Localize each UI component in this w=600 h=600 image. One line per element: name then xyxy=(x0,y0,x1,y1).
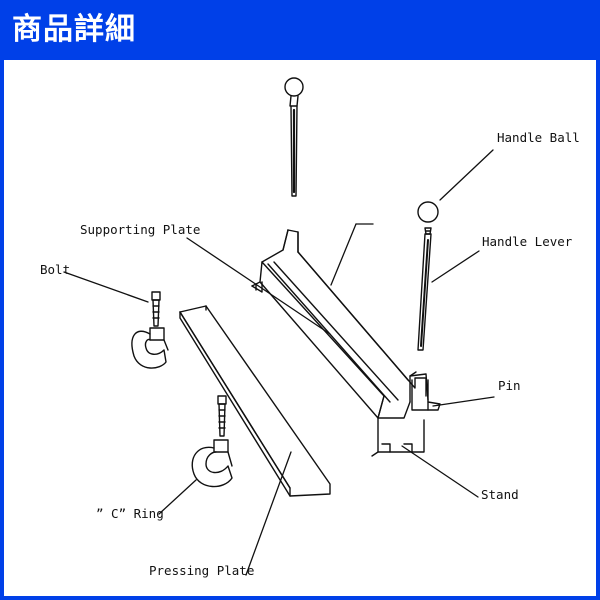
header-bar: 商品詳細 xyxy=(4,4,596,60)
label-pressing-plate: Pressing Plate xyxy=(149,563,255,578)
label-bolt: Bolt xyxy=(40,262,71,277)
supporting-plate-part xyxy=(251,229,441,457)
label-supporting-plate: Supporting Plate xyxy=(80,222,201,237)
leader-lines xyxy=(63,149,495,576)
label-handle-lever: Handle Lever xyxy=(482,234,573,249)
upper-bolt-cring xyxy=(131,291,169,369)
label-stand: Stand xyxy=(481,487,519,502)
lower-bolt-cring xyxy=(191,395,233,488)
label-pin: Pin xyxy=(498,378,521,393)
page-title: 商品詳細 xyxy=(12,12,136,47)
label-c-ring: ” C” Ring xyxy=(96,506,164,521)
label-handle-ball: Handle Ball xyxy=(497,130,580,145)
upper-handle-part xyxy=(284,77,304,197)
pressing-plate-part xyxy=(179,305,331,497)
handle-lever-part xyxy=(417,201,439,351)
